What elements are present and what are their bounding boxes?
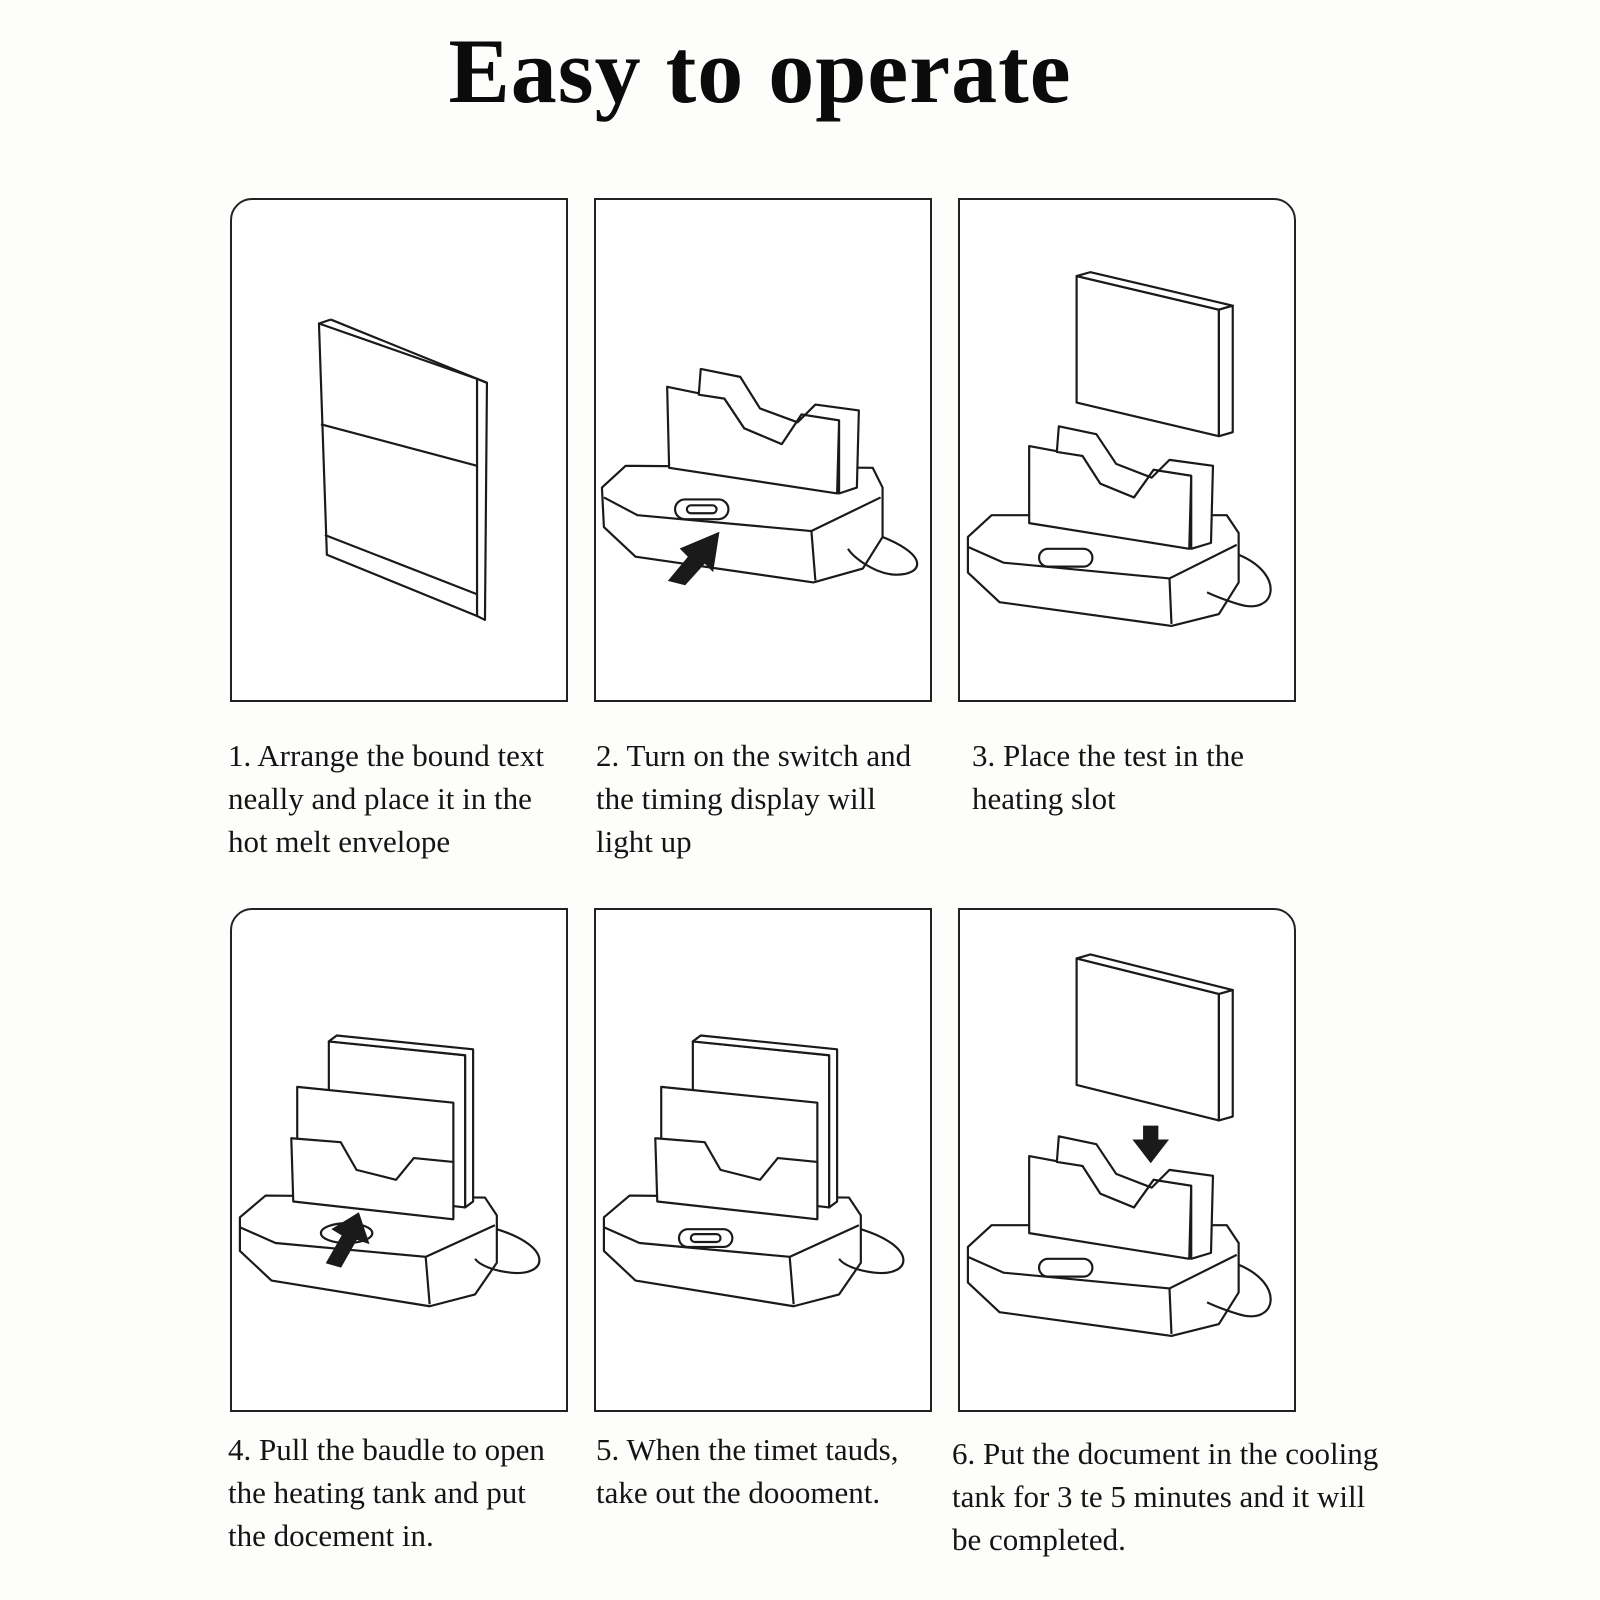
step-1-caption: 1. Arrange the bound text neally and pla… (228, 738, 544, 859)
step-6-panel (958, 908, 1296, 1412)
step-3-caption: 3. Place the test in the heating slot (972, 738, 1245, 816)
page-title: Easy to operate (448, 20, 1072, 122)
step-5-panel (594, 908, 932, 1412)
binding-machine-icon (966, 271, 1272, 627)
step-2-panel (594, 198, 932, 702)
binding-machine-icon (600, 367, 918, 586)
step-5-caption: 5. When the timet tauds, take out the do… (596, 1432, 899, 1510)
step-3-panel (958, 198, 1296, 702)
step-2-caption: 2. Turn on the switch and the timing dis… (596, 738, 912, 859)
binding-machine-icon (966, 953, 1272, 1337)
step-1-panel (230, 198, 568, 702)
binding-machine-icon (238, 1034, 541, 1308)
binding-machine-icon (602, 1034, 905, 1308)
step-6-caption: 6. Put the document in the cooling tank … (952, 1436, 1379, 1557)
step-4-panel (230, 908, 568, 1412)
envelope-icon (317, 318, 489, 622)
step-4-caption: 4. Pull the baudle to open the heating t… (228, 1432, 545, 1553)
